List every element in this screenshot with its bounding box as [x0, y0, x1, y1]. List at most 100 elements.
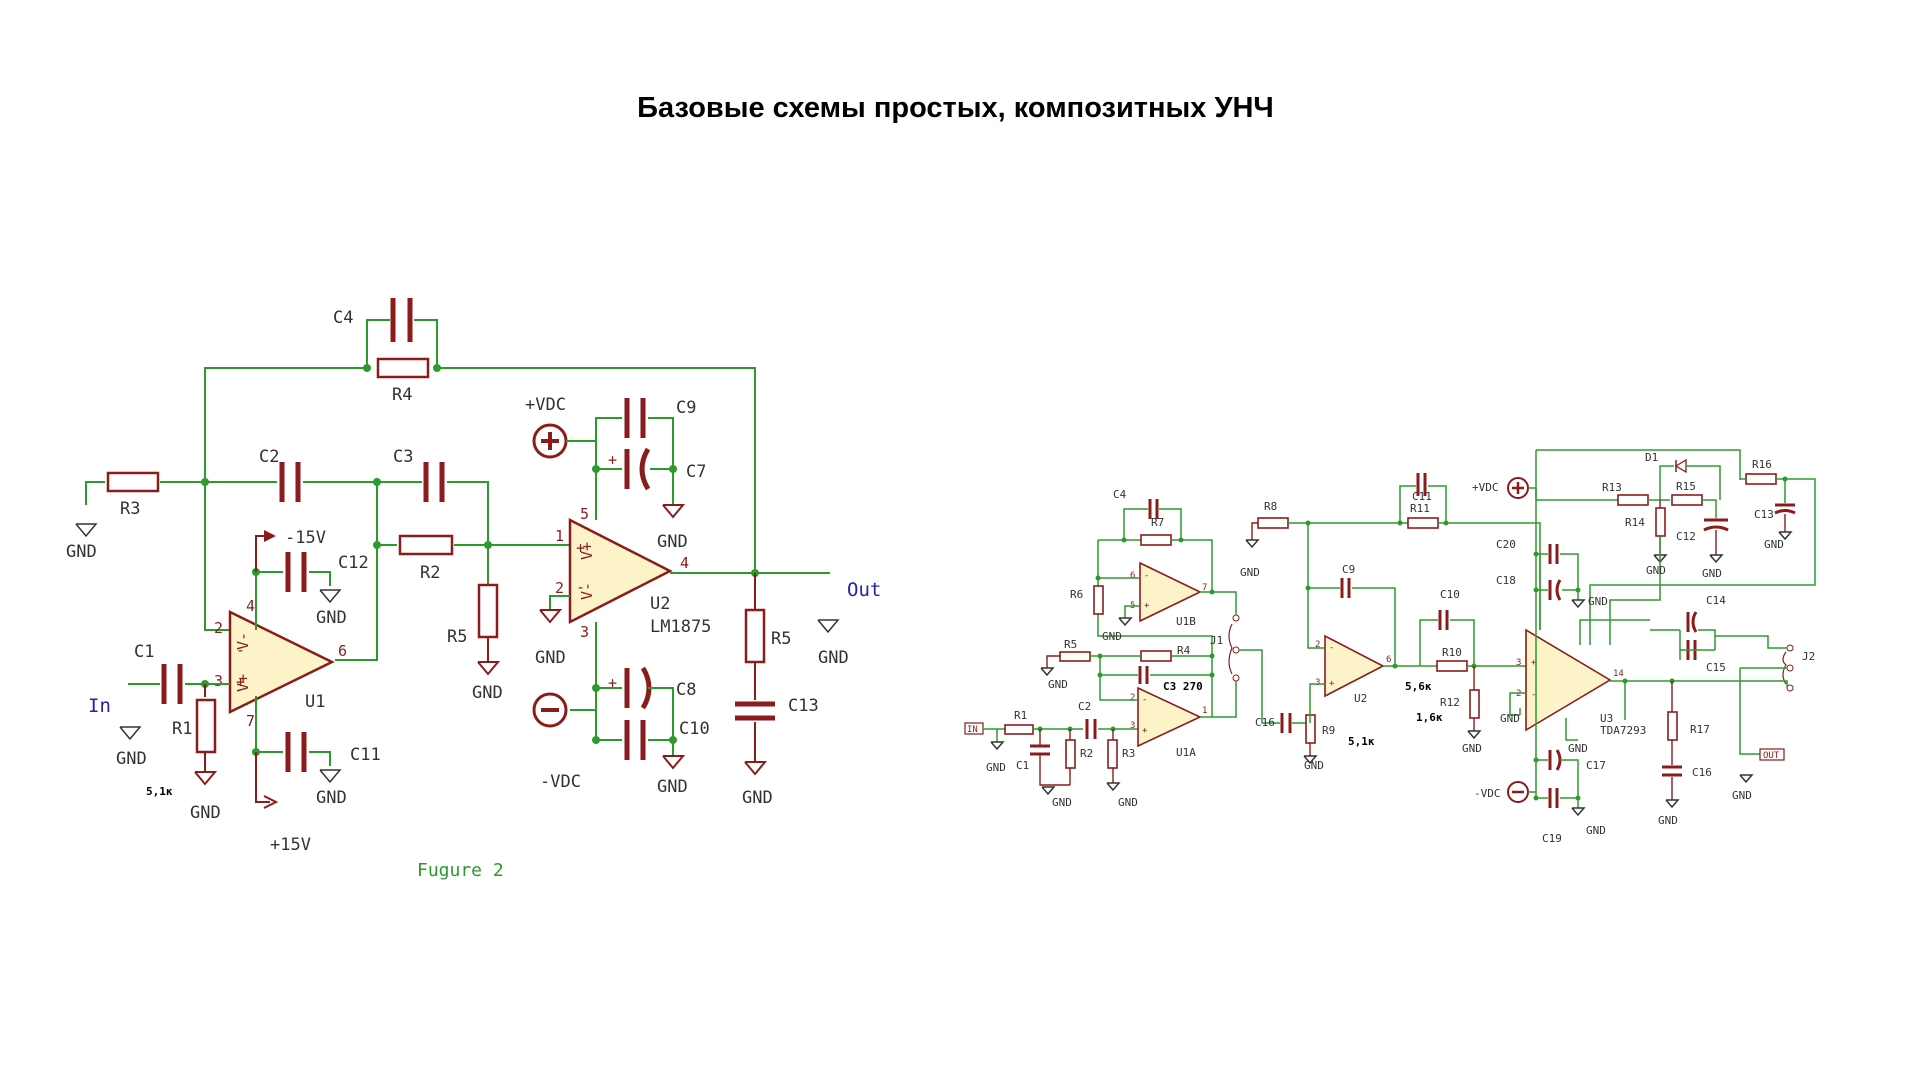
label-r17-right: R17 — [1690, 723, 1710, 736]
right-schematic: IN -+ 23 1 — [964, 449, 1816, 845]
label-c9-right: C9 — [1342, 563, 1355, 576]
svg-text:3: 3 — [1130, 721, 1135, 731]
svg-text:3: 3 — [1516, 658, 1521, 668]
output-label: Out — [847, 579, 881, 601]
svg-text:2: 2 — [1315, 640, 1320, 650]
resistor-r14-right — [1655, 507, 1666, 537]
svg-text:+: + — [1142, 726, 1148, 736]
label-r15-right: R15 — [1676, 480, 1696, 493]
resistor-r1-right — [1004, 724, 1034, 735]
gnd-label: GND — [1588, 595, 1608, 608]
svg-text:14: 14 — [1613, 669, 1624, 679]
label-c10: C10 — [679, 719, 710, 739]
svg-text:V+: V+ — [234, 674, 252, 692]
r1-value: 5,1к — [146, 785, 173, 798]
label-c3: C3 — [393, 447, 413, 467]
label-c16-right: C16 — [1692, 766, 1712, 779]
input-label: In — [88, 695, 111, 717]
svg-text:4: 4 — [680, 554, 689, 572]
svg-text:+: + — [1531, 658, 1537, 668]
label-r11-right: R11 — [1410, 502, 1430, 515]
label-c19-right: C19 — [1542, 832, 1562, 845]
resistor-r4-right — [1140, 650, 1172, 662]
label-r2-right: R2 — [1080, 747, 1093, 760]
label-c20-right: C20 — [1496, 538, 1516, 551]
diode-d1 — [1674, 458, 1687, 474]
svg-text:+: + — [1144, 601, 1150, 611]
label-c4-right: C4 — [1113, 488, 1127, 501]
rail-pos-label: +VDC — [525, 395, 566, 415]
opamp-u1b — [1139, 561, 1202, 623]
label-r12-right: R12 — [1440, 696, 1460, 709]
label-r1: R1 — [172, 719, 192, 739]
label-c14-right: C14 — [1706, 594, 1726, 607]
resistor-r3 — [106, 471, 160, 493]
svg-text:2: 2 — [1516, 689, 1521, 699]
gnd-label: GND — [1304, 759, 1324, 772]
label-c8: C8 — [676, 680, 696, 700]
r12-value: 1,6к — [1416, 711, 1443, 724]
gnd-label: GND — [316, 788, 347, 808]
rail-pos-label: +VDC — [1472, 481, 1499, 494]
opamp-u2 — [568, 517, 673, 625]
label-r16-right: R16 — [1752, 458, 1772, 471]
label-c2-right: C2 — [1078, 700, 1091, 713]
resistor-r2 — [398, 534, 454, 556]
svg-text:2: 2 — [1130, 693, 1135, 703]
label-c13-right: C13 — [1754, 508, 1774, 521]
figure-caption: Fugure 2 — [417, 860, 504, 881]
svg-text:-: - — [1531, 690, 1536, 700]
gnd-label: GND — [657, 532, 688, 552]
label-c11-right: C11 — [1412, 490, 1432, 503]
label-r14-right: R14 — [1625, 516, 1645, 529]
output-port — [1759, 748, 1785, 761]
svg-text:-: - — [236, 641, 245, 659]
resistor-r1 — [195, 698, 217, 754]
svg-text:6: 6 — [1130, 571, 1135, 581]
svg-text:V-: V- — [234, 632, 252, 650]
label-r9-right: R9 — [1322, 724, 1335, 737]
resistor-r13-right — [1617, 494, 1649, 506]
input-port-label: IN — [967, 725, 978, 735]
label-c12-right: C12 — [1676, 530, 1696, 543]
svg-text:2: 2 — [555, 579, 564, 597]
r10-value: 5,6к — [1405, 680, 1432, 693]
resistor-r17-right — [1667, 711, 1678, 741]
gnd-label: GND — [1102, 630, 1122, 643]
label-r4: R4 — [392, 385, 412, 405]
label-d1: D1 — [1645, 451, 1658, 464]
svg-text:+: + — [608, 674, 617, 692]
label-r8-right: R8 — [1264, 500, 1277, 513]
resistor-r12-right — [1469, 689, 1480, 719]
label-c2: C2 — [259, 447, 279, 467]
svg-text:6: 6 — [338, 642, 347, 660]
svg-text:6: 6 — [1386, 655, 1391, 665]
label-c17-right: C17 — [1586, 759, 1606, 772]
svg-text:+: + — [608, 451, 617, 469]
resistor-r5-output — [744, 608, 766, 664]
svg-text:2: 2 — [214, 619, 223, 637]
resistor-r5-right — [1059, 651, 1091, 662]
gnd-label: GND — [986, 761, 1006, 774]
svg-text:-: - — [1144, 571, 1149, 581]
svg-text:1: 1 — [555, 527, 564, 545]
supply-pos-label: +15V — [270, 835, 311, 855]
supply-neg-label: -15V — [285, 528, 326, 548]
opamp-u3-part: TDA7293 — [1600, 724, 1646, 737]
gnd-label: GND — [742, 788, 773, 808]
label-r4-right: R4 — [1177, 644, 1191, 657]
resistor-r10-right — [1436, 660, 1468, 672]
resistor-r6-right — [1093, 585, 1104, 615]
svg-text:7: 7 — [1202, 583, 1207, 593]
svg-text:-: - — [576, 578, 585, 596]
svg-text:-: - — [1142, 695, 1147, 705]
opamp-u1-label: U1 — [305, 692, 325, 712]
page-title: Базовые схемы простых, композитных УНЧ — [637, 92, 1274, 124]
opamp-u1b-label: U1B — [1176, 615, 1196, 628]
label-c1-right: C1 — [1016, 759, 1029, 772]
resistor-r4 — [376, 357, 430, 379]
resistor-r5-shunt — [477, 583, 499, 639]
label-r13-right: R13 — [1602, 481, 1622, 494]
resistor-r16-right — [1745, 473, 1777, 485]
